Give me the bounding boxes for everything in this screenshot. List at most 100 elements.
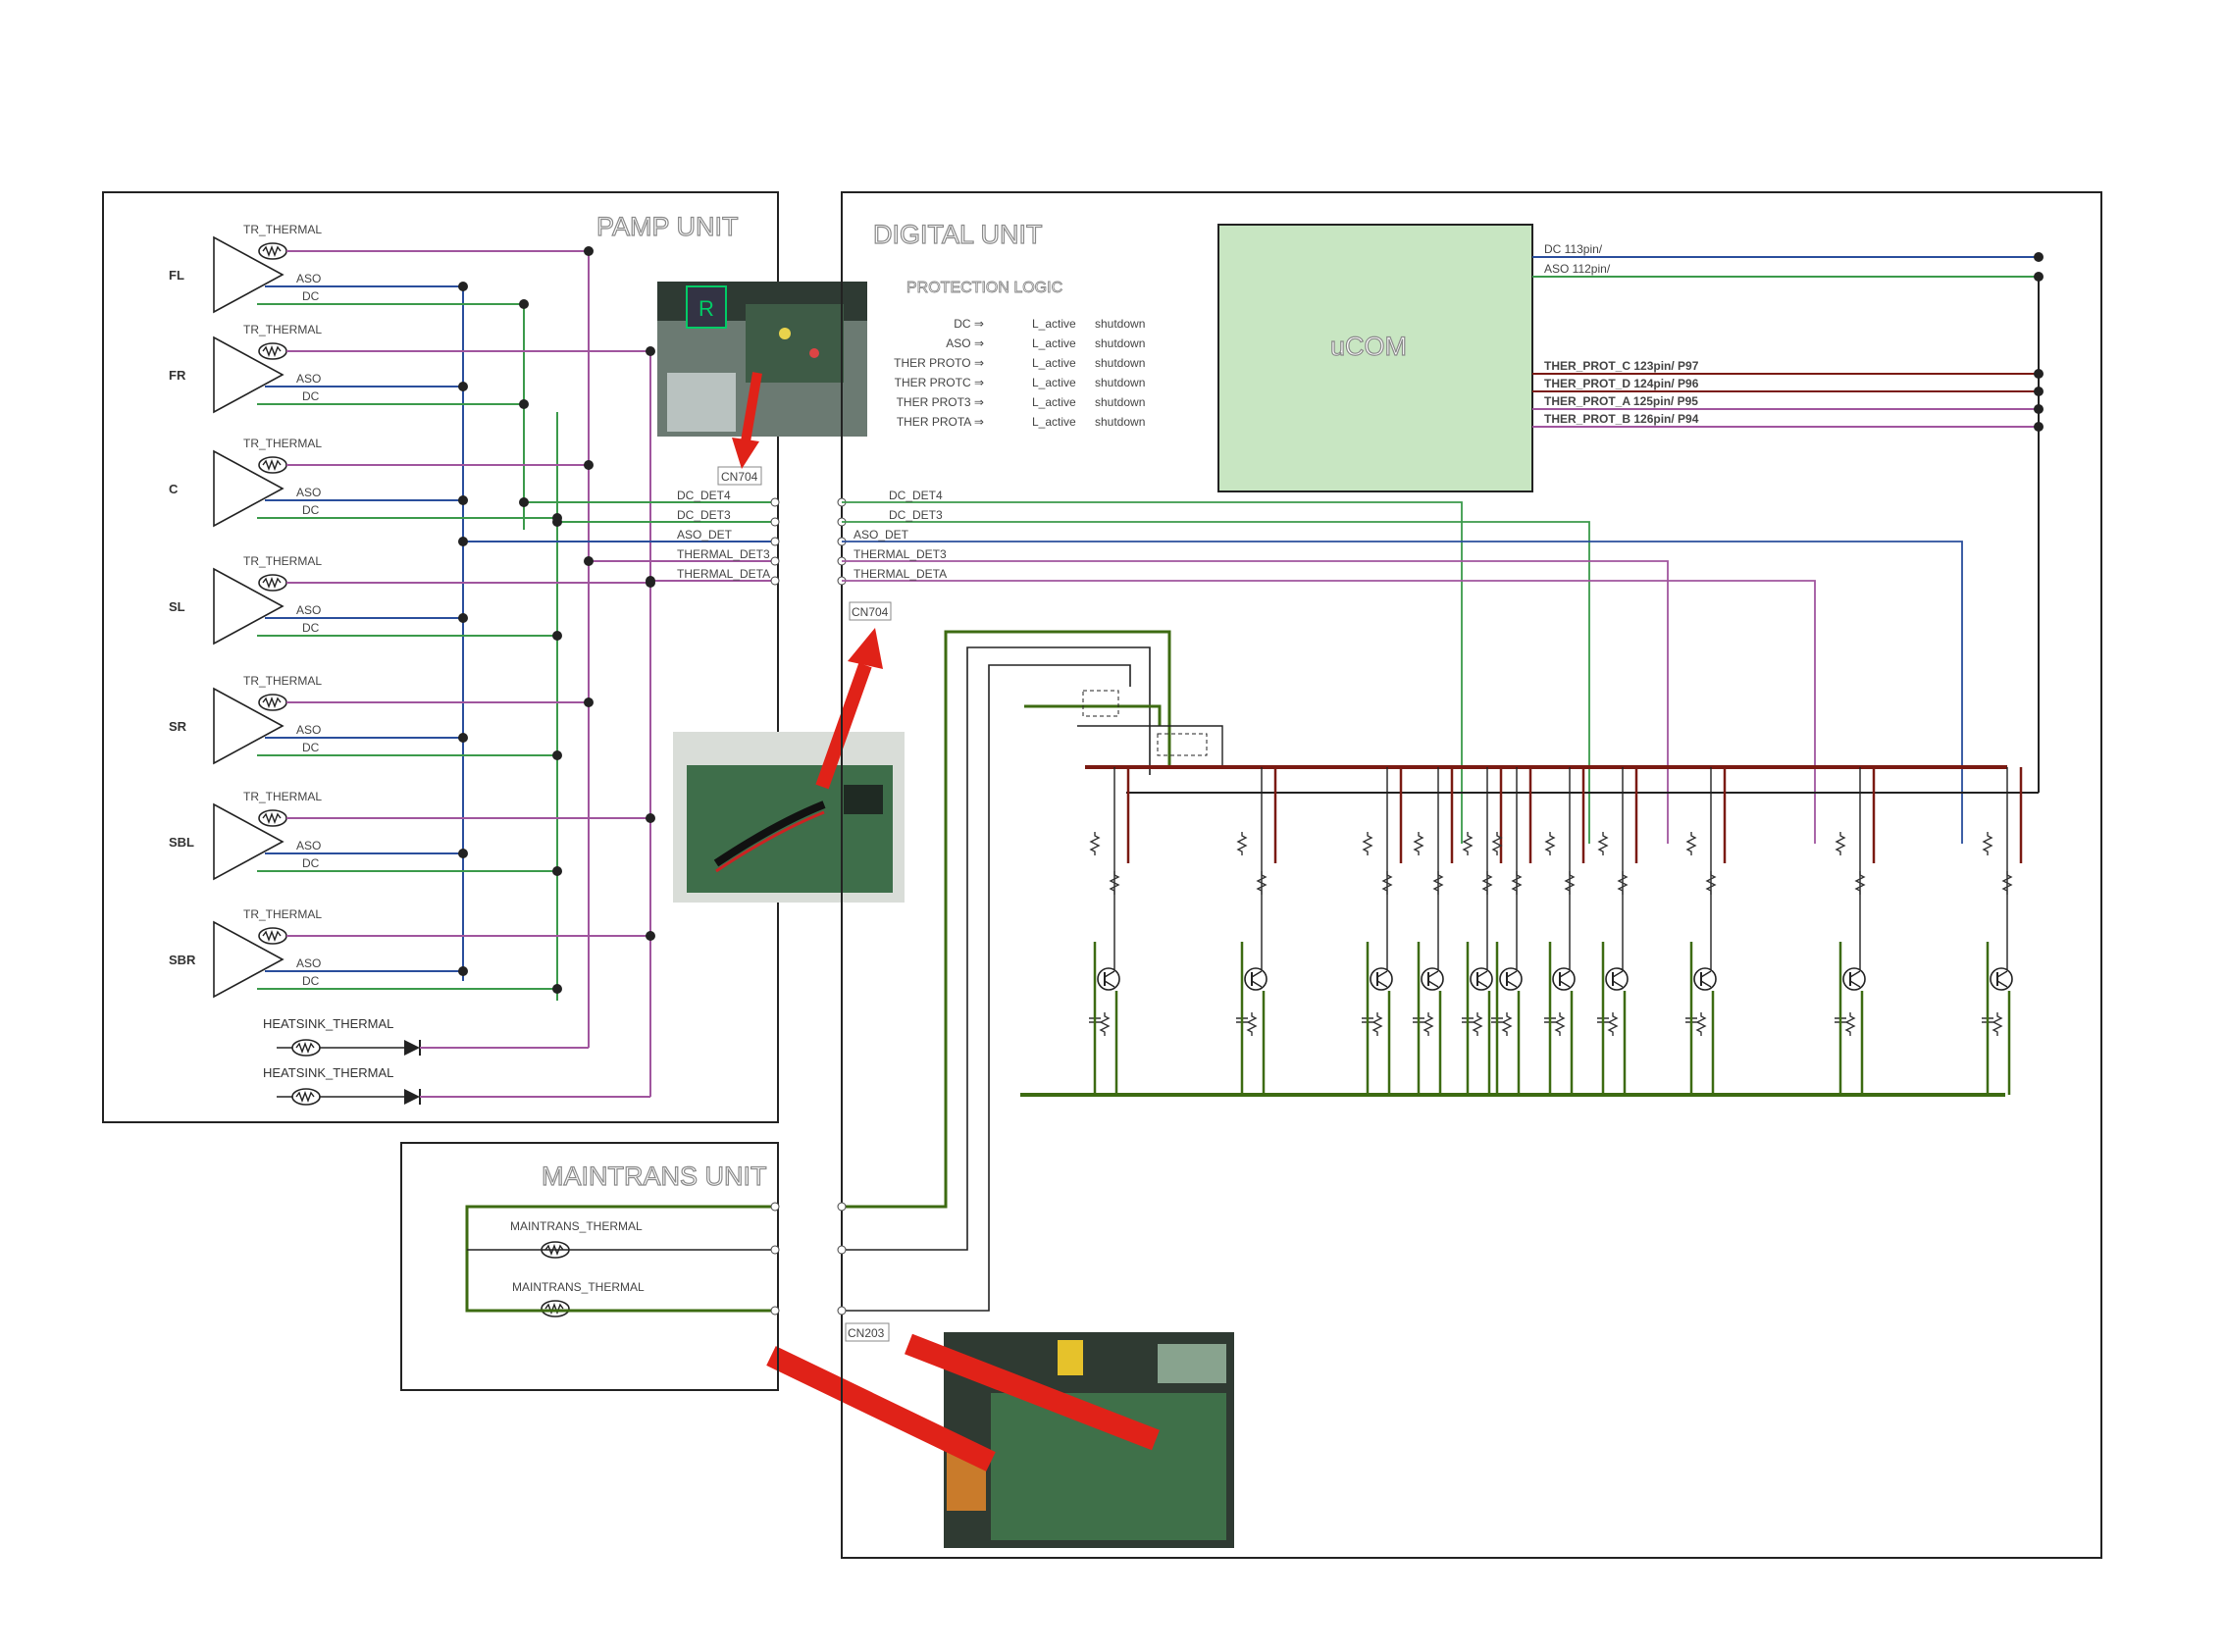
digital-unit-title: DIGITAL UNIT [873,220,1043,249]
aso-label: ASO [296,956,321,970]
svg-text:THERMAL_DETA: THERMAL_DETA [854,567,947,581]
amp-channel-sbl: SBL TR_THERMAL ASO DC [169,790,655,880]
channel-label: SL [169,599,185,614]
ucom-pin: THER_PROT_D 124pin/ P96 [1532,377,2044,396]
aso-label: ASO [296,723,321,737]
maintrans-unit-box [400,1142,779,1391]
heatsink-thermal-2: HEATSINK_THERMAL [263,1065,650,1106]
svg-text:shutdown: shutdown [1095,336,1145,350]
board-photo-pamp: R [657,282,867,437]
pamp-unit-box [102,191,779,1123]
svg-text:L_active: L_active [1032,415,1076,429]
svg-text:THER PROT3 ⇒: THER PROT3 ⇒ [897,395,984,409]
transistor-stage [1235,767,1277,1095]
thermal-label: TR_THERMAL [243,674,322,688]
dc-label: DC [302,974,320,988]
ucom-pin: DC 113pin/ [1532,242,2044,262]
fuse-box-1 [1082,690,1119,717]
maintrans-thermal-1: MAINTRANS_THERMAL [510,1219,643,1259]
dc-label: DC [302,856,320,870]
pamp-signal-aso_det: ASO_DET [458,528,780,546]
channel-label: FL [169,268,184,283]
ucom-pin: THER_PROT_B 126pin/ P94 [1532,412,2044,432]
board-photo-digital [673,732,905,903]
thermal-label: TR_THERMAL [243,790,322,803]
svg-text:THER PROTO ⇒: THER PROTO ⇒ [894,356,984,370]
maintrans-thermal-2: MAINTRANS_THERMAL [512,1280,645,1317]
heatsink-thermal-1: HEATSINK_THERMAL [263,1016,589,1057]
svg-text:ASO 112pin/: ASO 112pin/ [1544,262,1611,276]
callout-arrow-2 [815,628,883,790]
ucom-label: uCOM [1330,332,1407,361]
aso-label: ASO [296,839,321,852]
cn203-label-box [845,1322,890,1342]
svg-text:shutdown: shutdown [1095,415,1145,429]
pamp-signal-thermal_det3: THERMAL_DET3 [584,547,780,566]
svg-text:HEATSINK_THERMAL: HEATSINK_THERMAL [263,1016,393,1031]
transistor-stage [1361,767,1403,1095]
fuse-box-2 [1157,733,1208,756]
transistor-stage [1412,767,1454,1095]
dc-label: DC [302,741,320,754]
svg-text:shutdown: shutdown [1095,356,1145,370]
cn203-label: CN203 [848,1326,885,1340]
aso-label: ASO [296,272,321,285]
transistor-stage [1596,767,1638,1095]
channel-label: FR [169,368,186,383]
svg-text:L_active: L_active [1032,336,1076,350]
ucom-pin: THER_PROT_C 123pin/ P97 [1532,359,2044,379]
svg-text:DC_DET4: DC_DET4 [677,489,731,502]
svg-text:L_active: L_active [1032,317,1076,331]
svg-text:HEATSINK_THERMAL: HEATSINK_THERMAL [263,1065,393,1080]
digital-unit-box [841,191,2102,1559]
thermal-label: TR_THERMAL [243,437,322,450]
svg-text:THERMAL_DETA: THERMAL_DETA [677,567,770,581]
svg-text:THER PROTA ⇒: THER PROTA ⇒ [897,415,984,429]
svg-text:DC_DET3: DC_DET3 [889,508,943,522]
svg-text:DC ⇒: DC ⇒ [954,317,984,331]
digital-signal-dc_det3: DC_DET3 [837,508,1590,844]
svg-text:THER_PROT_B 126pin/ P94: THER_PROT_B 126pin/ P94 [1544,412,1699,426]
cn704-pamp-label-box [717,466,762,486]
svg-text:L_active: L_active [1032,376,1076,389]
callout-arrow-3 [766,1333,1160,1471]
svg-text:shutdown: shutdown [1095,395,1145,409]
ucom-pin: THER_PROT_A 125pin/ P95 [1532,394,2044,414]
svg-text:ASO_DET: ASO_DET [677,528,733,542]
channel-label: SBL [169,835,194,850]
aso-label: ASO [296,486,321,499]
transistor-stage [1088,767,1130,1095]
protection-logic-title: PROTECTION LOGIC [906,280,1062,296]
pamp-signal-dc_det3: DC_DET3 [552,508,780,527]
cn704-pamp-label: CN704 [721,470,758,484]
transistor-stage [1543,767,1585,1095]
svg-text:THER_PROT_C 123pin/ P97: THER_PROT_C 123pin/ P97 [1544,359,1699,373]
dc-label: DC [302,289,320,303]
svg-text:DC 113pin/: DC 113pin/ [1544,242,1603,256]
transistor-stage [1684,767,1727,1095]
thermal-label: TR_THERMAL [243,907,322,921]
digital-signal-dc_det4: DC_DET4 [837,489,1463,844]
pamp-signal-dc_det4: DC_DET4 [519,489,780,507]
digital-signal-thermal_det3: THERMAL_DET3 [837,547,1669,844]
pamp-unit-title: PAMP UNIT [596,212,739,241]
thermal-label: TR_THERMAL [243,323,322,336]
cn704-digital-label-box [849,601,892,621]
svg-text:DC_DET3: DC_DET3 [677,508,731,522]
svg-text:MAINTRANS_THERMAL: MAINTRANS_THERMAL [510,1219,643,1233]
channel-label: SR [169,719,187,734]
thermal-label: TR_THERMAL [243,554,322,568]
channel-label: C [169,482,179,496]
transistor-stage [1834,767,1876,1095]
logic-row: THER PROTA ⇒ L_active shutdown [897,415,1146,429]
maintrans-unit-title: MAINTRANS UNIT [542,1162,767,1191]
